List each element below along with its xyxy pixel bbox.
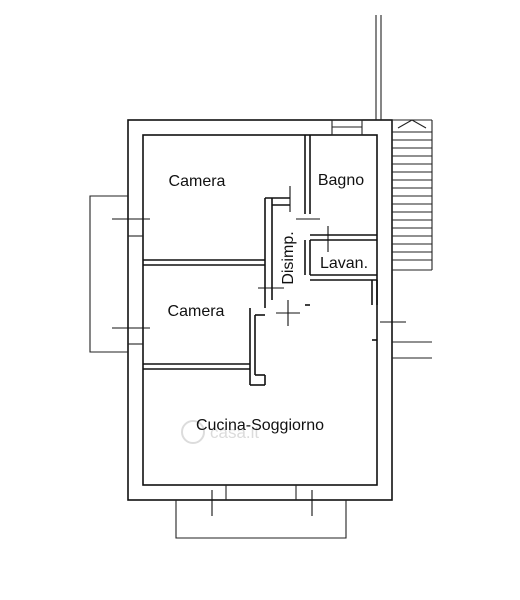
- staircase: [392, 119, 432, 261]
- watermark-text: casa.it: [210, 423, 259, 442]
- room-label-bagno: Bagno: [318, 172, 364, 189]
- stair-shaft: [375, 15, 433, 271]
- left-balcony: [89, 195, 128, 353]
- watermark-logo: casa.it: [181, 420, 259, 444]
- right-ledge: [392, 341, 432, 359]
- room-label-camera-top: Camera: [169, 173, 226, 190]
- room-label-camera-mid: Camera: [168, 303, 225, 320]
- openings: [112, 119, 406, 516]
- stair-arrow: [397, 119, 427, 129]
- room-label-cucina-soggiorno: Cucina-Soggiorno: [196, 417, 324, 434]
- exterior-walls: [127, 119, 393, 501]
- room-label-disimp: Disimp.: [280, 231, 297, 284]
- bottom-balcony: [175, 500, 347, 539]
- interior-walls: [143, 135, 378, 386]
- room-label-lavan: Lavan.: [320, 255, 368, 272]
